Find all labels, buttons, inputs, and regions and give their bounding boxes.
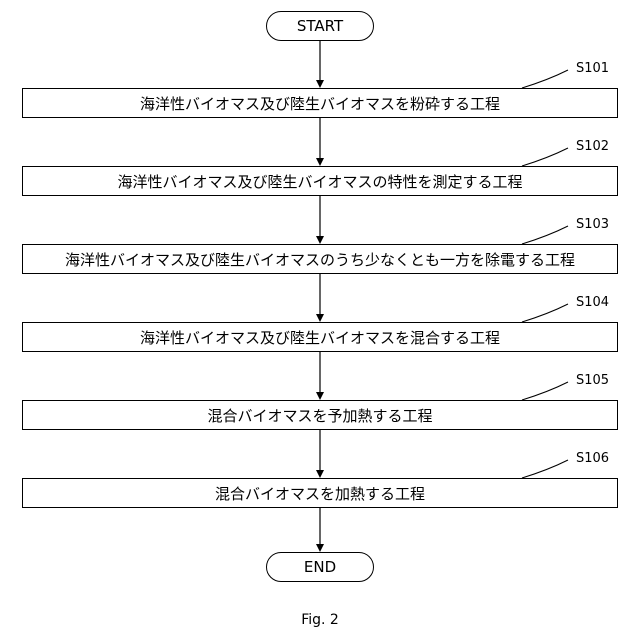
step-id-s106: S106 — [576, 451, 609, 466]
start-terminal: START — [266, 11, 374, 41]
arrowhead — [316, 158, 324, 166]
leader-line-s105 — [522, 382, 568, 400]
arrowhead — [316, 314, 324, 322]
leader-line-s101 — [522, 70, 568, 88]
step-id-s105: S105 — [576, 373, 609, 388]
arrowhead — [316, 80, 324, 88]
step-id-s102: S102 — [576, 139, 609, 154]
step-id-s104: S104 — [576, 295, 609, 310]
step-text-s106: 混合バイオマスを加熱する工程 — [215, 483, 425, 504]
step-text-s101: 海洋性バイオマス及び陸生バイオマスを粉砕する工程 — [140, 93, 500, 114]
figure-caption: Fig. 2 — [0, 612, 640, 628]
leader-line-s103 — [522, 226, 568, 244]
step-box-s105: 混合バイオマスを予加熱する工程 — [22, 400, 618, 430]
step-text-s104: 海洋性バイオマス及び陸生バイオマスを混合する工程 — [140, 327, 500, 348]
step-box-s103: 海洋性バイオマス及び陸生バイオマスのうち少なくとも一方を除電する工程 — [22, 244, 618, 274]
arrowhead — [316, 392, 324, 400]
step-box-s102: 海洋性バイオマス及び陸生バイオマスの特性を測定する工程 — [22, 166, 618, 196]
leader-line-s102 — [522, 148, 568, 166]
step-id-s103: S103 — [576, 217, 609, 232]
step-box-s104: 海洋性バイオマス及び陸生バイオマスを混合する工程 — [22, 322, 618, 352]
step-text-s103: 海洋性バイオマス及び陸生バイオマスのうち少なくとも一方を除電する工程 — [65, 249, 575, 270]
start-label: START — [297, 17, 343, 35]
end-label: END — [304, 558, 336, 576]
step-text-s105: 混合バイオマスを予加熱する工程 — [207, 405, 432, 426]
step-id-s101: S101 — [576, 61, 609, 76]
step-box-s101: 海洋性バイオマス及び陸生バイオマスを粉砕する工程 — [22, 88, 618, 118]
leader-line-s106 — [522, 460, 568, 478]
step-box-s106: 混合バイオマスを加熱する工程 — [22, 478, 618, 508]
arrowhead — [316, 470, 324, 478]
end-terminal: END — [266, 552, 374, 582]
step-text-s102: 海洋性バイオマス及び陸生バイオマスの特性を測定する工程 — [117, 171, 522, 192]
arrowhead — [316, 236, 324, 244]
arrowhead — [316, 544, 324, 552]
leader-line-s104 — [522, 304, 568, 322]
